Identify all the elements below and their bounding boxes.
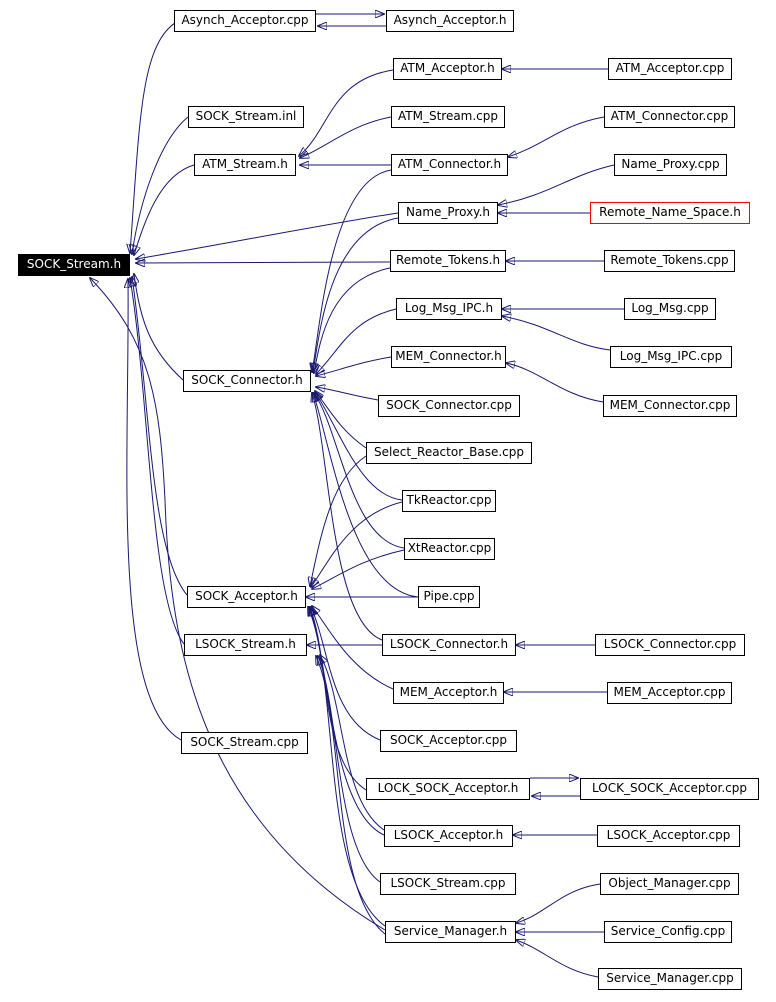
node-remote-tokens-h[interactable]: Remote_Tokens.h xyxy=(390,250,506,272)
node-lock-sock-acceptor-cpp[interactable]: LOCK_SOCK_Acceptor.cpp xyxy=(580,778,759,800)
node-atm-acceptor-h[interactable]: ATM_Acceptor.h xyxy=(393,58,502,80)
node-service-config-cpp[interactable]: Service_Config.cpp xyxy=(604,921,732,943)
node-asynch-acceptor-h[interactable]: Asynch_Acceptor.h xyxy=(386,10,514,32)
node-lsock-acceptor-cpp[interactable]: LSOCK_Acceptor.cpp xyxy=(597,825,740,847)
edge-lsock-stream-cpp-to-lsock-stream-h xyxy=(318,656,381,883)
node-sock-connector-h[interactable]: SOCK_Connector.h xyxy=(183,370,311,392)
edge-sock-stream-inl-to-sock-stream-h xyxy=(132,116,189,254)
edge-select-reactor-base-to-sock-acceptor-h xyxy=(310,455,367,586)
node-object-manager-cpp[interactable]: Object_Manager.cpp xyxy=(600,873,739,895)
node-atm-connector-cpp[interactable]: ATM_Connector.cpp xyxy=(604,106,735,128)
node-log-msg-ipc-cpp[interactable]: Log_Msg_IPC.cpp xyxy=(610,346,732,368)
edge-atm-connector-h-to-sock-connector-h xyxy=(312,169,392,372)
node-pipe-cpp[interactable]: Pipe.cpp xyxy=(418,586,480,608)
edge-service-manager-h-to-lsock-stream-h xyxy=(316,656,386,935)
edge-sock-acceptor-h-to-sock-stream-h xyxy=(132,277,188,596)
node-lsock-acceptor-h[interactable]: LSOCK_Acceptor.h xyxy=(384,825,513,847)
edge-atm-stream-cpp-to-atm-stream-h xyxy=(300,116,392,158)
node-mem-connector-cpp[interactable]: MEM_Connector.cpp xyxy=(603,395,737,417)
node-service-manager-cpp[interactable]: Service_Manager.cpp xyxy=(598,968,742,990)
node-atm-acceptor-cpp[interactable]: ATM_Acceptor.cpp xyxy=(608,58,732,80)
edge-asynch-acceptor-cpp-to-sock-stream-h xyxy=(130,19,181,253)
node-mem-connector-h[interactable]: MEM_Connector.h xyxy=(391,346,506,368)
edge-object-manager-cpp-to-service-manager-h xyxy=(516,883,601,923)
edge-atm-connector-cpp-to-atm-connector-h xyxy=(508,116,605,157)
node-sock-acceptor-h[interactable]: SOCK_Acceptor.h xyxy=(187,586,306,608)
node-log-msg-ipc-h[interactable]: Log_Msg_IPC.h xyxy=(396,298,502,320)
edge-select-reactor-base-to-sock-connector-h xyxy=(315,391,367,449)
node-select-reactor-base-cpp[interactable]: Select_Reactor_Base.cpp xyxy=(366,442,532,464)
edge-log-msg-ipc-h-to-sock-connector-h xyxy=(316,308,397,374)
edge-lsock-connector-h-to-sock-connector-h xyxy=(312,393,383,641)
node-sock-stream-cpp[interactable]: SOCK_Stream.cpp xyxy=(181,732,308,754)
edge-lsock-acceptor-h-to-sock-acceptor-h xyxy=(309,607,385,836)
edge-name-proxy-h-to-sock-connector-h xyxy=(313,217,399,372)
node-service-manager-h[interactable]: Service_Manager.h xyxy=(385,921,516,943)
edge-tkreactor-to-sock-acceptor-h xyxy=(311,501,403,587)
edge-sock-stream-cpp-to-sock-stream-h xyxy=(127,279,182,741)
edge-remote-tokens-h-to-sock-connector-h xyxy=(314,267,391,373)
node-sock-connector-cpp[interactable]: SOCK_Connector.cpp xyxy=(378,395,520,417)
node-name-proxy-cpp[interactable]: Name_Proxy.cpp xyxy=(614,154,727,176)
node-asynch-acceptor-cpp[interactable]: Asynch_Acceptor.cpp xyxy=(174,10,316,32)
edge-log-msg-ipc-cpp-to-log-msg-ipc-h xyxy=(502,316,611,351)
node-lock-sock-acceptor-h[interactable]: LOCK_SOCK_Acceptor.h xyxy=(366,778,530,800)
node-tkreactor-cpp[interactable]: TkReactor.cpp xyxy=(402,490,496,512)
edge-sock-acceptor-cpp-to-sock-acceptor-h xyxy=(311,607,381,741)
node-lsock-connector-h[interactable]: LSOCK_Connector.h xyxy=(382,634,516,656)
node-sock-acceptor-cpp[interactable]: SOCK_Acceptor.cpp xyxy=(380,730,517,752)
edge-xtreactor-to-sock-connector-h xyxy=(314,393,405,549)
edge-tkreactor-to-sock-connector-h xyxy=(315,392,403,501)
edge-name-proxy-cpp-to-name-proxy-h xyxy=(498,164,615,205)
node-name-proxy-h[interactable]: Name_Proxy.h xyxy=(398,202,498,224)
edge-remote-tokens-h-to-sock-stream-h xyxy=(136,262,391,263)
edge-mem-connector-cpp-to-mem-connector-h xyxy=(506,363,604,403)
node-lsock-stream-h[interactable]: LSOCK_Stream.h xyxy=(184,634,307,656)
edge-atm-acceptor-h-to-atm-stream-h xyxy=(299,69,394,156)
node-log-msg-cpp[interactable]: Log_Msg.cpp xyxy=(624,298,716,320)
edge-name-proxy-h-to-sock-stream-h xyxy=(136,212,399,259)
node-sock-stream-inl[interactable]: SOCK_Stream.inl xyxy=(188,106,304,128)
node-atm-connector-h[interactable]: ATM_Connector.h xyxy=(391,154,508,176)
node-remote-name-space-h[interactable]: Remote_Name_Space.h xyxy=(590,202,750,224)
edge-pipe-to-sock-connector-h xyxy=(313,393,419,598)
node-xtreactor-cpp[interactable]: XtReactor.cpp xyxy=(404,538,495,560)
edge-service-manager-h-to-sock-acceptor-h xyxy=(308,607,386,927)
edge-mem-connector-h-to-sock-connector-h xyxy=(316,356,392,376)
node-mem-acceptor-h[interactable]: MEM_Acceptor.h xyxy=(393,682,504,704)
node-lsock-stream-cpp[interactable]: LSOCK_Stream.cpp xyxy=(380,873,516,895)
edge-service-manager-h-to-sock-stream-h xyxy=(90,278,386,931)
node-remote-tokens-cpp[interactable]: Remote_Tokens.cpp xyxy=(604,250,735,272)
node-mem-acceptor-cpp[interactable]: MEM_Acceptor.cpp xyxy=(607,682,732,704)
node-sock-stream-h[interactable]: SOCK_Stream.h xyxy=(18,254,130,276)
edge-lsock-acceptor-h-to-lsock-stream-h xyxy=(320,655,385,831)
node-atm-stream-cpp[interactable]: ATM_Stream.cpp xyxy=(391,106,505,128)
node-atm-stream-h[interactable]: ATM_Stream.h xyxy=(194,154,296,176)
edge-service-manager-cpp-to-service-manager-h xyxy=(516,940,599,978)
edge-xtreactor-to-sock-acceptor-h xyxy=(312,549,405,589)
edge-atm-stream-h-to-sock-stream-h xyxy=(134,164,195,255)
edge-sock-connector-h-to-sock-stream-h xyxy=(134,274,184,381)
node-lsock-connector-cpp[interactable]: LSOCK_Connector.cpp xyxy=(595,634,745,656)
edge-lsock-stream-h-to-sock-stream-h xyxy=(130,278,185,645)
edge-sock-connector-cpp-to-sock-connector-h xyxy=(316,387,379,401)
